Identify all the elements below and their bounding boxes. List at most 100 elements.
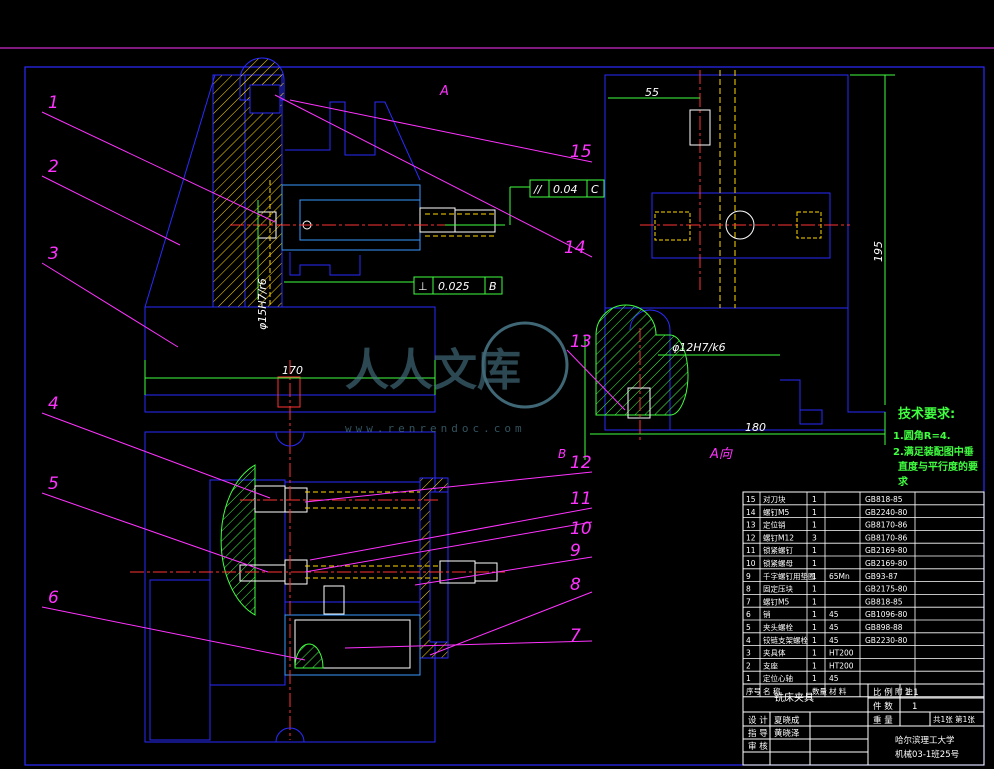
leader-lines	[41, 94, 626, 661]
draw-label: 指 导	[748, 728, 768, 739]
bom-cell: GB818-85	[865, 597, 903, 606]
bom-cell: 45	[829, 623, 839, 632]
bom-cell: GB2175-80	[865, 585, 908, 594]
bom-cell: 8	[746, 585, 751, 594]
bom-cell: 1	[812, 610, 817, 619]
bom-cell: 15	[746, 495, 756, 504]
fit-15: φ15H7/r6	[256, 278, 269, 330]
bom-cell: 夹具体	[763, 648, 786, 658]
bom-cell: GB2169-80	[865, 559, 908, 568]
bom-cell: 9	[746, 572, 751, 581]
tech-req-title: 技术要求:	[898, 406, 955, 422]
bom-cell: 1	[812, 636, 817, 645]
dim-195: 195	[872, 241, 885, 262]
bom-cell: 1	[812, 597, 817, 606]
bom-cell: HT200	[829, 649, 854, 658]
tech-req-1: 1.圆角R=4.	[893, 429, 951, 442]
dim-170: 170	[282, 364, 303, 377]
watermark-url: www.renrendoc.com	[345, 422, 526, 435]
dimension-lines	[144, 74, 895, 460]
bom-cell: 螺钉M5	[763, 507, 789, 517]
bom-cell: 3	[812, 533, 817, 542]
label-14: 14	[564, 238, 586, 258]
bom-cell: 1	[812, 674, 817, 683]
bom-header-cell: 名 称	[763, 686, 781, 696]
bom-cell: 夹头螺栓	[763, 622, 793, 632]
label-11: 11	[570, 489, 592, 509]
bom-cell: GB2169-80	[865, 546, 908, 555]
bom-cell: 14	[746, 508, 756, 517]
count-label: 件 数	[873, 701, 893, 712]
label-15: 15	[570, 142, 592, 162]
bom-cell: 螺钉M12	[763, 532, 794, 542]
label-6: 6	[48, 588, 59, 608]
side-view	[595, 70, 886, 440]
parallel-symbol: //	[533, 183, 543, 196]
sheet-info: 共1张 第1张	[933, 714, 975, 724]
bom-cell: 13	[746, 521, 756, 530]
bom-cell: 1	[812, 495, 817, 504]
label-10: 10	[570, 519, 592, 539]
bom-cell: 定位心轴	[763, 673, 793, 683]
bom-cell: 锁紧螺母	[763, 558, 793, 568]
bom-cell: 45	[829, 610, 839, 619]
count-value: 1	[912, 702, 917, 712]
bom-cell: 千字螺钉用垫圈	[763, 571, 816, 581]
bom-cell: 45	[829, 636, 839, 645]
fit-12: φ12H7/k6	[672, 341, 726, 354]
bom-cell: 1	[812, 546, 817, 555]
bom-cell: 11	[746, 546, 756, 555]
label-4: 4	[48, 394, 59, 414]
label-5: 5	[48, 474, 59, 494]
bom-cell: 1	[746, 674, 751, 683]
label-7: 7	[570, 626, 581, 646]
bom-header-cell: 数量	[812, 686, 827, 696]
main-view	[144, 57, 505, 440]
bom-cell: 锁紧螺钉	[763, 545, 793, 555]
bom-cell: HT200	[829, 661, 854, 670]
bom-cell: GB2240-80	[865, 508, 908, 517]
label-8: 8	[570, 575, 581, 595]
design-label: 设 计	[748, 715, 768, 726]
bom-header-cell: 序号	[746, 686, 761, 696]
weight-label: 重 量	[873, 715, 893, 726]
design-name: 夏晓成	[774, 715, 800, 726]
perp-datum: B	[489, 280, 497, 293]
label-13: 13	[570, 332, 592, 352]
parallel-datum: C	[591, 183, 599, 196]
bom-cell: 65Mn	[829, 572, 850, 581]
bom-header-cell: 附 注	[895, 686, 913, 696]
bom-cell: 固定压块	[763, 584, 793, 594]
bom-cell: 定位销	[763, 520, 786, 530]
bom-cell: GB818-85	[865, 495, 903, 504]
label-3: 3	[48, 244, 59, 264]
bom-cell: 1	[812, 661, 817, 670]
perp-symbol: ⊥	[418, 280, 428, 293]
review-label: 审 核	[748, 741, 768, 752]
bom-cell: 销	[763, 609, 771, 619]
bom-cell: 1	[812, 585, 817, 594]
bom-cell: 铰链支架螺栓	[763, 635, 808, 645]
perp-value: 0.025	[438, 280, 470, 293]
bom-cell: 12	[746, 533, 756, 542]
school-name: 哈尔滨理工大学	[895, 735, 955, 746]
bom-cell: 1	[812, 572, 817, 581]
label-1: 1	[48, 93, 59, 113]
bom-cell: 7	[746, 597, 751, 606]
bom-cell: GB2230-80	[865, 636, 908, 645]
bom-cell: GB8170-86	[865, 533, 908, 542]
bom-header-cell: 材 料	[829, 686, 847, 696]
class-info: 机械03-1班25号	[895, 749, 959, 760]
bom-cell: 2	[746, 661, 751, 670]
scale-label: 比 例	[873, 687, 893, 698]
tech-req-4: 求	[898, 475, 909, 488]
section-b: B	[558, 447, 566, 461]
bom-cell: GB8170-86	[865, 521, 908, 530]
tolerance-parallel: // 0.04 C	[529, 179, 605, 198]
dim-55: 55	[645, 86, 659, 99]
tech-req-3: 直度与平行度的要	[898, 460, 978, 473]
parallel-value: 0.04	[553, 183, 578, 196]
bom-cell: 45	[829, 674, 839, 683]
